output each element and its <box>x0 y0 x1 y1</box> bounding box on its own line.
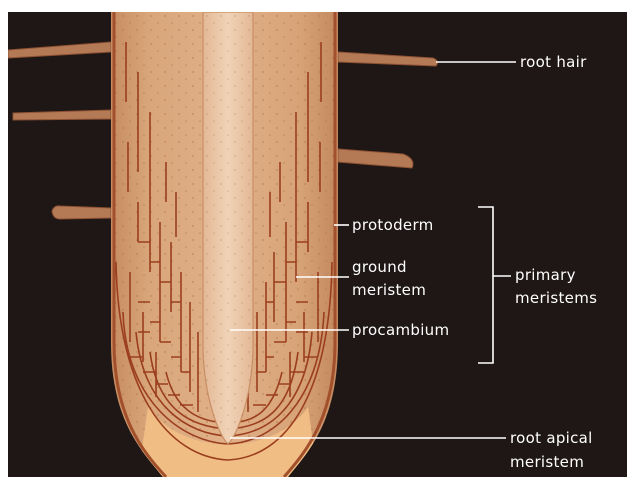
label-root-hair: root hair <box>520 53 587 71</box>
label-ground-meristem-line2: meristem <box>352 281 426 299</box>
label-primary-meristems-line1: primary <box>515 266 576 284</box>
label-ground-meristem-line1: ground <box>352 258 407 276</box>
root-hair-left-3 <box>52 206 111 219</box>
root-tip-illustration: root hair protoderm ground meristem proc… <box>8 12 627 477</box>
label-protoderm: protoderm <box>352 216 434 234</box>
label-primary-meristems-line2: meristems <box>515 289 597 307</box>
root-hair-left-2 <box>13 110 111 120</box>
root-hair-right-1 <box>338 52 437 66</box>
root-tip-diagram: root hair protoderm ground meristem proc… <box>8 12 627 477</box>
label-root-apical-meristem-line2: meristem <box>510 453 584 471</box>
root-hair-right-2 <box>338 149 413 168</box>
label-root-apical-meristem-line1: root apical <box>510 429 593 447</box>
label-procambium: procambium <box>352 321 449 339</box>
root-hair-left-1 <box>8 42 111 58</box>
